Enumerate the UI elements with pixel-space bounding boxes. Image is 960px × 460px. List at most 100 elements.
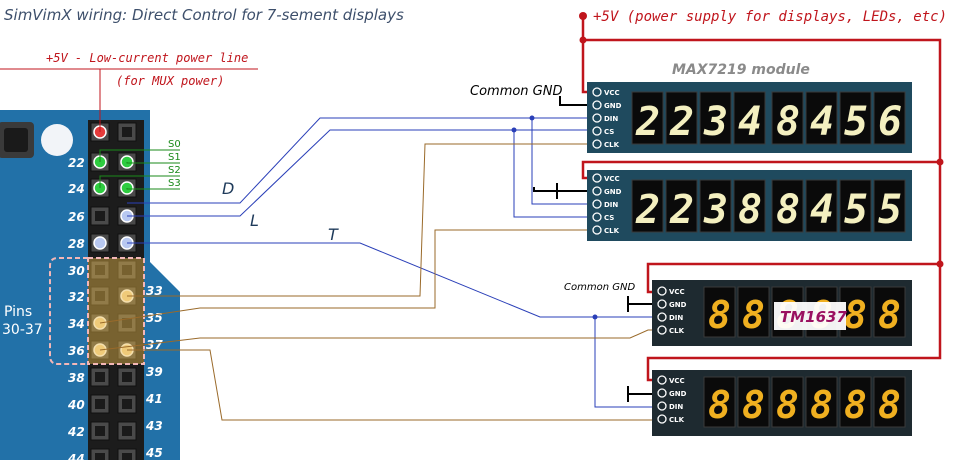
digit-value: 8 (742, 383, 765, 427)
pins-30-37-bracket (49, 257, 145, 365)
digit-cell (771, 91, 804, 145)
module-pin-icon (592, 225, 602, 235)
pin-label-right: 33 (146, 284, 163, 298)
digit-value: 8 (776, 187, 800, 233)
module-pin-label: DIN (604, 201, 618, 209)
module-pin-icon (592, 186, 602, 196)
digit-value: 5 (844, 99, 868, 145)
module-pin-label: DIN (669, 403, 683, 411)
digit-cell (771, 376, 804, 428)
module-pin-label: DIN (669, 314, 683, 322)
tm1637-title: TM1637 (780, 308, 847, 326)
digit-cell (873, 286, 906, 338)
power-main-label: +5V (power supply for displays, LEDs, et… (593, 9, 947, 25)
digit-value: 8 (810, 383, 833, 427)
digit-cell (839, 179, 872, 233)
pin-label-left: 42 (67, 425, 85, 439)
module-pin-icon (657, 375, 667, 385)
module-pin-label: GND (604, 102, 622, 110)
digit-cell (805, 179, 838, 233)
pin-label-left: 24 (68, 182, 85, 196)
module-pin-icon (592, 199, 602, 209)
digit-value: 8 (878, 383, 901, 427)
digit-value: 8 (878, 293, 901, 337)
digit-cell (873, 376, 906, 428)
module-pin-icon (657, 401, 667, 411)
pin-label-left: 38 (68, 371, 85, 385)
digit-cell (699, 179, 732, 233)
mounting-hole-icon (41, 124, 73, 156)
selector-s3: S3 (168, 178, 181, 189)
module-pin-label: CLK (669, 327, 685, 335)
selector-s2: S2 (168, 165, 181, 176)
digit-value: 6 (878, 99, 902, 145)
digit-value: 8 (844, 383, 867, 427)
module-pin-label: GND (669, 301, 687, 309)
pin-label-left: 26 (68, 210, 85, 224)
module-pin-label: CLK (604, 141, 620, 149)
module-pin-icon (592, 100, 602, 110)
digit-value: 8 (776, 383, 799, 427)
pin-label-left: 22 (68, 156, 85, 170)
digit-value: 3 (703, 99, 728, 145)
diagram-title: SimVimX wiring: Direct Control for 7-sem… (4, 6, 404, 24)
clock-wires (99, 143, 658, 421)
selector-s0: S0 (168, 139, 181, 150)
digit-cell (873, 179, 906, 233)
digit-cell (873, 91, 906, 145)
module-pin-label: GND (669, 390, 687, 398)
module-pin-icon (657, 312, 667, 322)
digit-value: 8 (742, 293, 765, 337)
module-pin-label: VCC (604, 89, 620, 97)
power-source-dot (579, 12, 587, 20)
digit-cell (631, 179, 664, 233)
signal-l-label: L (250, 211, 259, 230)
module-pin-label: CS (604, 214, 614, 222)
digit-cell (703, 376, 736, 428)
digit-cell (733, 91, 766, 145)
module-pin-icon (592, 126, 602, 136)
pin-label-left: 40 (67, 398, 85, 412)
selector-lines (99, 149, 180, 190)
module-pin-icon (657, 299, 667, 309)
digit-cell (839, 91, 872, 145)
control-wires (127, 117, 658, 408)
digit-cell (805, 91, 838, 145)
pin-label-left: 32 (68, 290, 85, 304)
digit-value: 2 (669, 187, 694, 233)
digit-cell (699, 91, 732, 145)
digit-cell (737, 376, 770, 428)
module-pin-icon (657, 414, 667, 424)
digit-value: 5 (878, 187, 902, 233)
digit-value: 8 (738, 187, 762, 233)
pin-label-left: 28 (68, 237, 85, 251)
pin-label-left: 30 (68, 264, 85, 278)
digit-value: 8 (708, 383, 731, 427)
pin-label-left: 44 (67, 452, 85, 460)
tm1637-common-gnd: Common GND (564, 282, 635, 293)
digit-value: 5 (844, 187, 868, 233)
digit-value: 4 (738, 99, 762, 145)
mux-note: (for MUX power) (116, 74, 224, 88)
digit-value: 2 (635, 99, 660, 145)
pins-group-range: 30-37 (2, 322, 43, 338)
digit-value: 8 (844, 293, 867, 337)
mux-line-label: +5V - Low-current power line (46, 51, 248, 65)
module-pin-label: VCC (604, 175, 620, 183)
pin-label-right: 43 (145, 419, 163, 433)
digit-cell (665, 179, 698, 233)
digit-cell (665, 91, 698, 145)
digit-value: 4 (810, 99, 834, 145)
pin-label-right: 37 (146, 338, 163, 352)
signal-d-label: D (222, 179, 234, 198)
module-pin-icon (657, 325, 667, 335)
digit-value: 8 (776, 99, 800, 145)
module-pin-label: CS (604, 128, 614, 136)
